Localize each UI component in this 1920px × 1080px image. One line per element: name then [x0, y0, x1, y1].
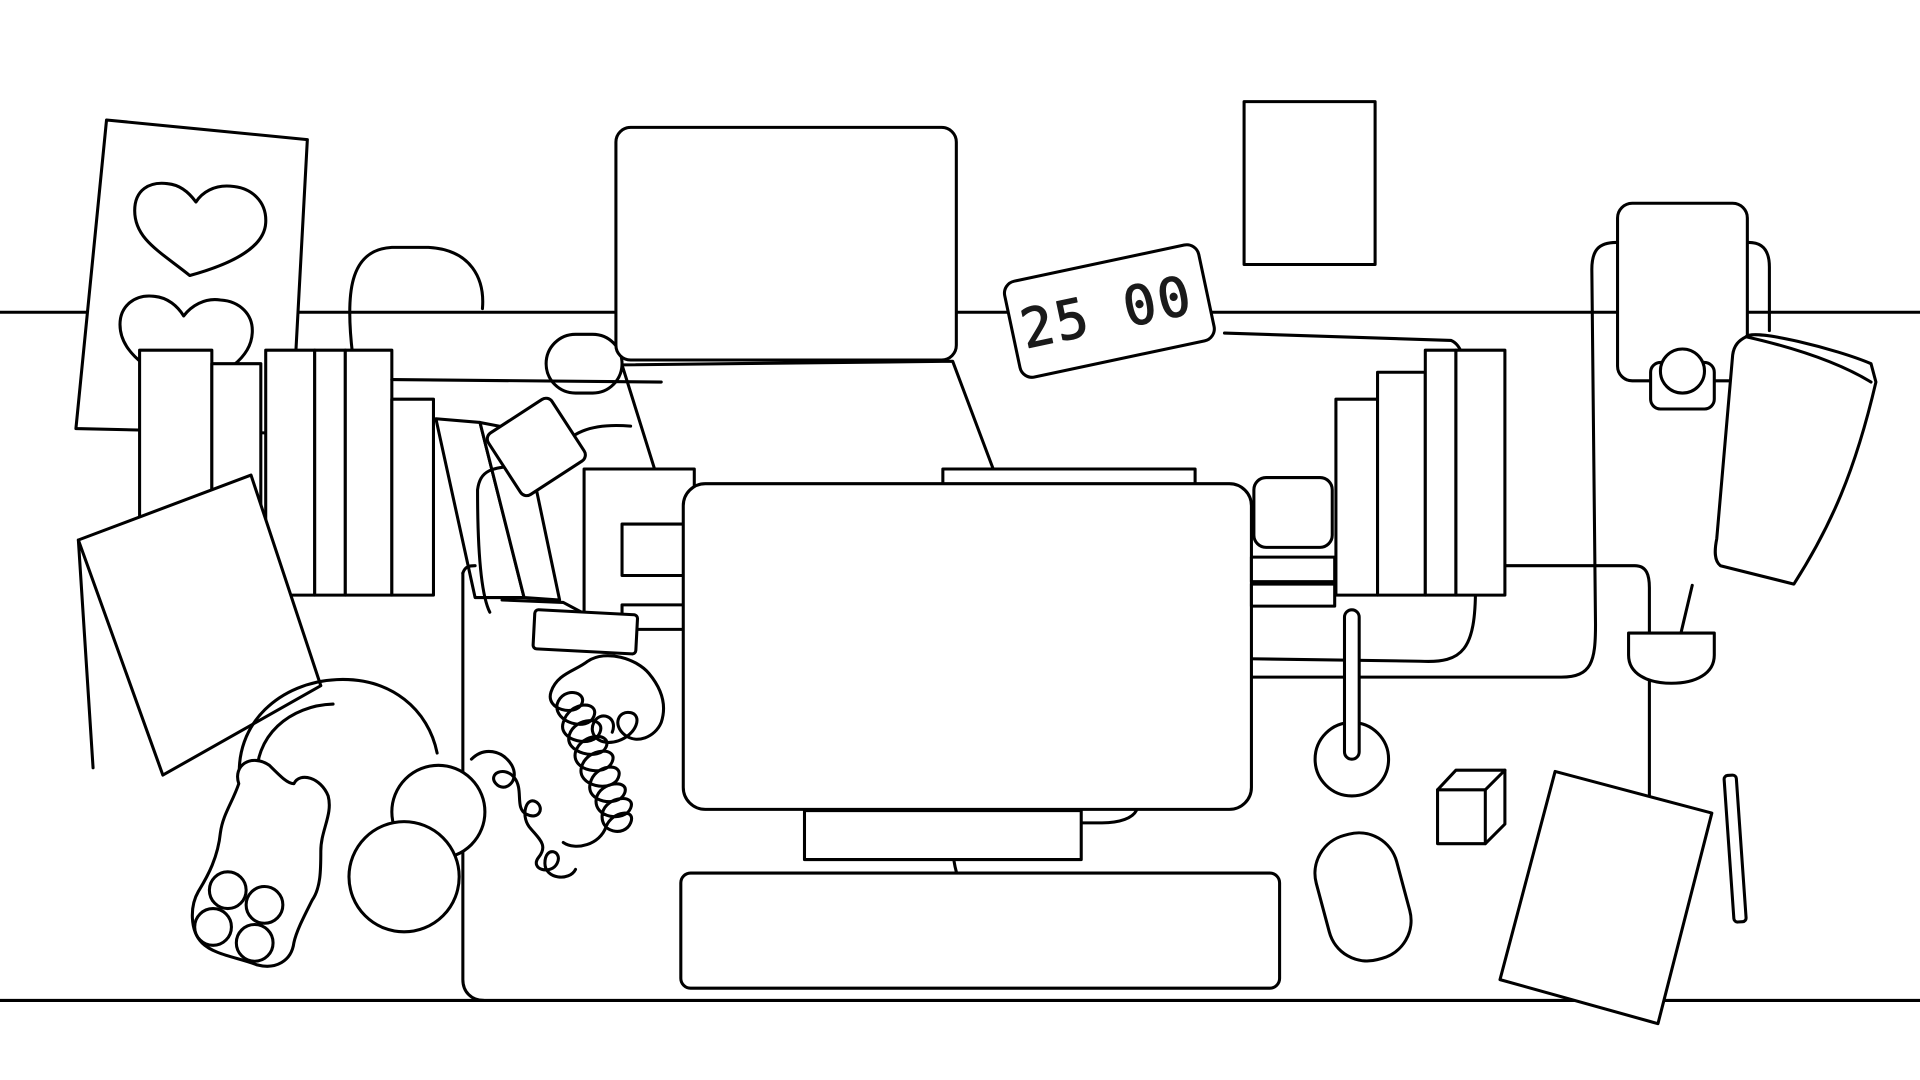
notebook [1498, 769, 1714, 1026]
bowl [1627, 631, 1716, 685]
top-monitor-screen [614, 125, 958, 362]
chopstick [1679, 583, 1694, 634]
wall-frame [1242, 100, 1377, 267]
gummy-bear-plush [190, 758, 331, 968]
small-card [531, 608, 640, 656]
tablet-stand-leg [76, 538, 95, 770]
monitor-stand [802, 809, 1083, 862]
coiled-cable [548, 654, 666, 848]
tumbler [1713, 333, 1878, 586]
heart-icon [118, 294, 254, 394]
desk-lamp [348, 245, 485, 357]
leaning-tablet [76, 473, 323, 777]
sticky-note [485, 396, 587, 498]
tray [1249, 582, 1337, 608]
digital-clock: 25 00 [1002, 243, 1216, 379]
headphones [237, 678, 487, 934]
coiled-cable [469, 750, 578, 879]
book-stack-right [1334, 348, 1507, 597]
phone-stand [1616, 201, 1749, 411]
heart-icon [133, 181, 268, 278]
router [544, 332, 624, 395]
speaker-panel [620, 522, 691, 578]
small-cube [1436, 768, 1507, 846]
mouse [1313, 831, 1413, 963]
pencil [1722, 773, 1748, 924]
keyboard [679, 871, 1282, 990]
tumbler-rim [1744, 335, 1873, 384]
tray [1249, 555, 1337, 584]
pen-holder [1313, 608, 1391, 798]
cube-speaker [1252, 476, 1334, 549]
main-monitor [681, 482, 1253, 811]
